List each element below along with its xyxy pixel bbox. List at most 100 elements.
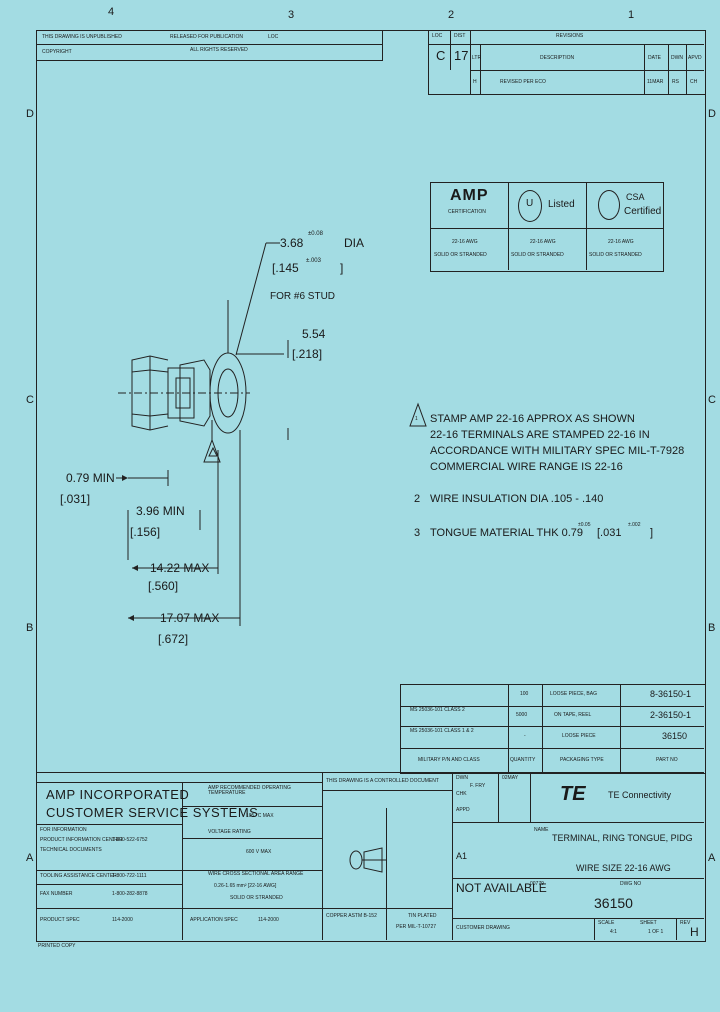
zone-right-c: C [708, 394, 716, 406]
tooling-phone: 1-800-722-1111 [112, 873, 147, 879]
zone-left-a: A [26, 852, 34, 864]
zone-right-a: A [708, 852, 716, 864]
note-1-line-3: ACCORDANCE WITH MILITARY SPEC MIL-T-7928 [430, 445, 685, 457]
not-available: NOT AVAILABLE [456, 881, 547, 895]
company-name: AMP INCORPORATED [46, 787, 190, 802]
ul-range-1: 22-16 AWG [530, 239, 556, 245]
ul-icon [518, 190, 542, 222]
amp-range-2: SOLID OR STRANDED [434, 252, 487, 258]
parts-head-pkg: PACKAGING TYPE [560, 757, 604, 763]
revisions-block [428, 30, 705, 95]
amp-logo: AMP [450, 187, 489, 204]
contact-line-1: FOR INFORMATION [40, 827, 87, 833]
cage-code: 00779 [530, 881, 544, 887]
parts-row-2-pn: 2-36150-1 [650, 710, 692, 720]
name-label: NAME [534, 827, 549, 833]
wire-type: SOLID OR STRANDED [230, 895, 283, 901]
part-name-1: TERMINAL, RING TONGUE, PIDG [552, 833, 693, 843]
temp-value: 105 °C MAX [246, 813, 274, 819]
note-3-in-tol: ±.002 [628, 522, 641, 528]
voltage-label: VOLTAGE RATING [208, 829, 251, 835]
parts-table [400, 684, 705, 774]
appd-label: APPD [456, 807, 470, 813]
header-loc: LOC [268, 34, 279, 40]
wire-value: 0.26-1.65 mm² [22-16 AWG] [214, 883, 277, 889]
rev-row-dwn: RS [672, 79, 679, 85]
note-3-close: ] [650, 527, 654, 539]
dim-dia-in: [.145 [272, 261, 299, 275]
parts-head-pn: PART NO [656, 757, 678, 763]
dim-d6-mm: 17.07 MAX [160, 611, 220, 625]
note-2-number: 2 [414, 493, 421, 505]
zone-left-b: B [26, 622, 34, 634]
parts-head-qty: QUANTITY [510, 757, 536, 763]
rev-label: REV [680, 920, 691, 926]
amp-range-1: 22-16 AWG [452, 239, 478, 245]
wire-label: WIRE CROSS SECTIONAL AREA RANGE [208, 871, 304, 877]
dim-dia-in-tol: ±.003 [306, 258, 321, 264]
dim-d2-mm: 5.54 [302, 327, 326, 341]
sheet-value: 1 OF 1 [648, 929, 664, 935]
note-2: WIRE INSULATION DIA .105 - .140 [430, 493, 604, 505]
parts-row-3-qty: - [524, 733, 526, 739]
product-spec-label: PRODUCT SPEC [40, 917, 80, 923]
contact-phone-1: 1-800-522-6752 [112, 837, 148, 843]
header-copyright: COPYRIGHT [42, 49, 72, 55]
zone-right-d: D [708, 108, 716, 120]
dim-d4-in: [.156] [130, 525, 161, 539]
csa-certified: Certified [624, 206, 662, 217]
part-name-2: WIRE SIZE 22-16 AWG [576, 863, 671, 873]
fax-label: FAX NUMBER [40, 891, 73, 897]
csa-range-1: 22-16 AWG [608, 239, 634, 245]
dim-dia-mm: 3.68 [280, 236, 304, 250]
zone-top-2: 2 [448, 9, 455, 21]
note-3: TONGUE MATERIAL THK 0.79 [430, 527, 584, 539]
footer-printed: PRINTED COPY [38, 943, 76, 949]
contact-line-2: PRODUCT INFORMATION CENTER [40, 837, 123, 843]
voltage-value: 600 V MAX [246, 849, 272, 855]
rev-row-desc: REVISED PER ECO [500, 79, 546, 85]
zone-left-d: D [26, 108, 34, 120]
parts-row-1-qty: 100 [520, 691, 529, 697]
rev-loc-label: LOC [432, 33, 443, 39]
rev-col-apvd: APVD [688, 55, 702, 61]
rev-loc-value: C [436, 48, 446, 63]
rev-row-date: 11MAR [647, 79, 664, 85]
drawing-frame [36, 30, 706, 942]
rev-col-ltr: LTR [472, 55, 482, 61]
dim-dia-suffix: DIA [344, 236, 365, 250]
rev-row-apvd: CH [690, 79, 698, 85]
dwn-label: DWN [456, 775, 468, 781]
application-label: APPLICATION SPEC [190, 917, 238, 923]
zone-left-c: C [26, 394, 34, 406]
parts-row-2-pkg: ON TAPE, REEL [554, 712, 592, 718]
parts-row-1-pn: 8-36150-1 [650, 689, 692, 699]
dim-d3-in: [.031] [60, 492, 91, 506]
zone-top-1: 1 [628, 9, 635, 21]
note-3-tol: ±0.05 [578, 522, 591, 528]
application-value: 114-2000 [258, 917, 279, 923]
note-1-line-1: STAMP AMP 22-16 APPROX AS SHOWN [430, 413, 635, 425]
header-rights: ALL RIGHTS RESERVED [190, 47, 248, 53]
sheet-label: SHEET [640, 920, 657, 926]
parts-row-3-pkg: LOOSE PIECE [562, 733, 596, 739]
customer-drawing: CUSTOMER DRAWING [456, 925, 510, 931]
note-1-number: 1 [415, 416, 418, 422]
header-box [36, 30, 383, 61]
dim-dia-in-close: ] [340, 261, 344, 275]
contact-line-3: TECHNICAL DOCUMENTS [40, 847, 102, 853]
controlled-doc: THIS DRAWING IS A CONTROLLED DOCUMENT [326, 778, 439, 784]
scale-value: 4:1 [610, 929, 617, 935]
parts-row-1-pkg: LOOSE PIECE, BAG [550, 691, 597, 697]
rev-dist-value: 17 [454, 48, 469, 63]
rev-col-date: DATE [648, 55, 661, 61]
zone-right-b: B [708, 622, 716, 634]
dim-d6-in: [.672] [158, 632, 189, 646]
parts-head-mil: MILITARY P/N AND CLASS [418, 757, 480, 763]
amp-logo-sub: CERTIFICATION [448, 209, 486, 215]
note-1-line-2: 22-16 TERMINALS ARE STAMPED 22-16 IN [430, 429, 650, 441]
rev-row-ltr: H [473, 79, 477, 85]
dim-d2-in: [.218] [292, 347, 323, 361]
